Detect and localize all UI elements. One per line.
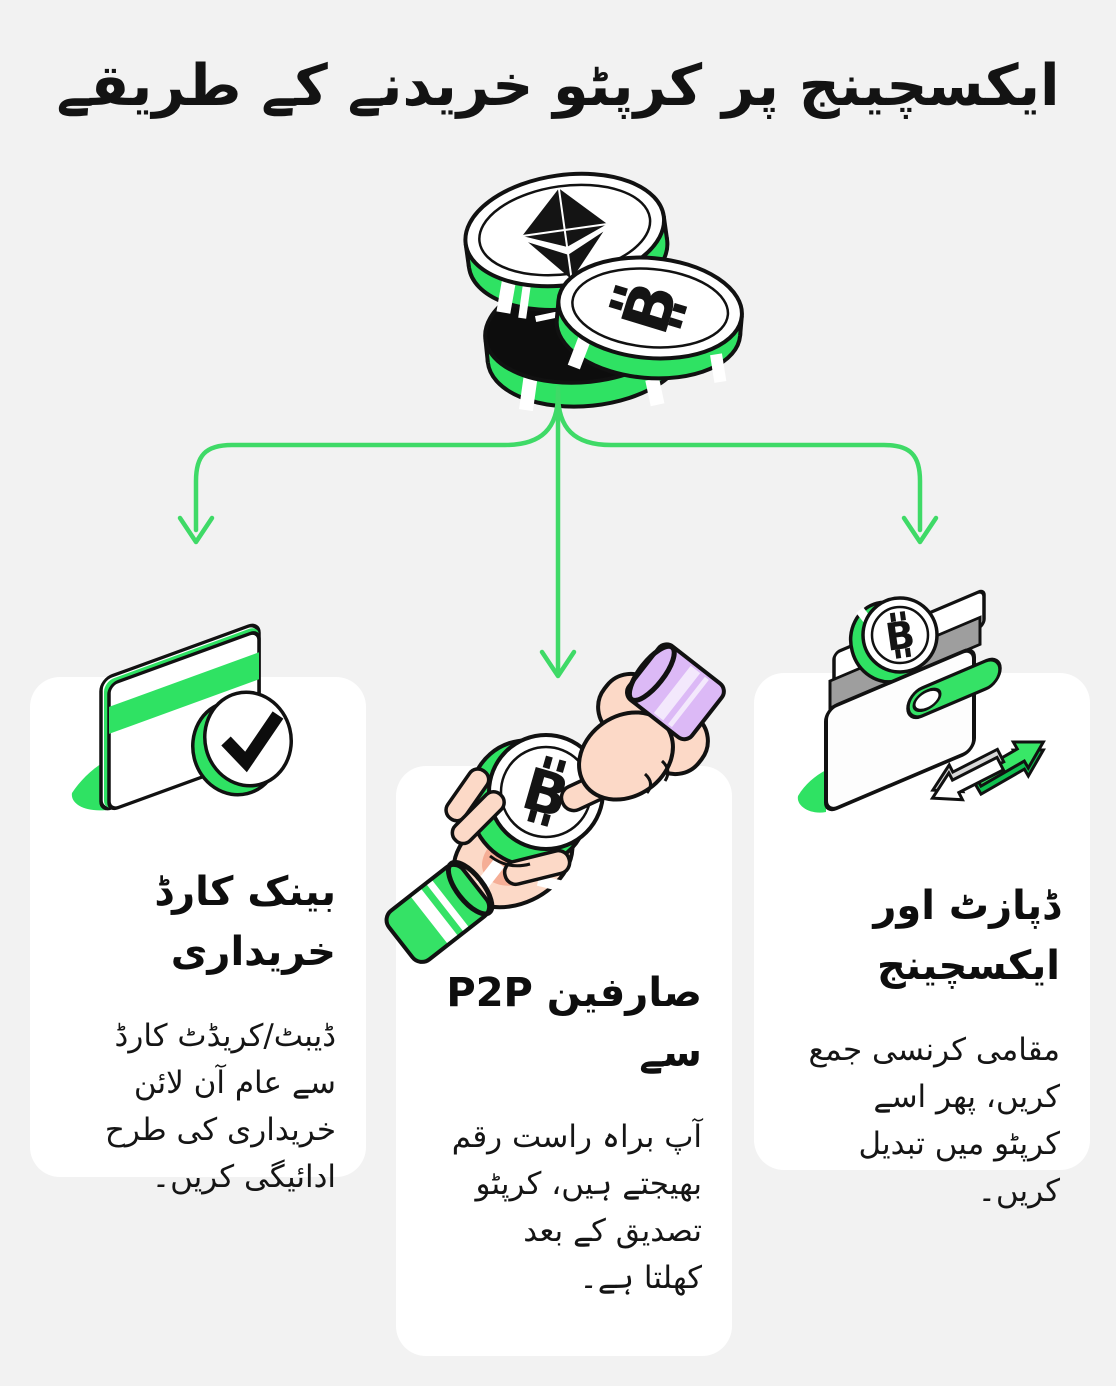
purple-sleeve: [625, 642, 726, 742]
ethereum-logo: [522, 188, 608, 280]
card-p2p-text-block: صارفین P2P سے آپ براہ راست رقم بھیجتے ہی…: [420, 944, 702, 1321]
card-deposit-exchange: B ڈپازٹ اور ایکسچینج مقامی کرنس: [754, 589, 1090, 1209]
upper-hand: [559, 642, 726, 813]
card-bank-purchase: بینک کارڈ خریداری ڈیبٹ/کریڈٹ کارڈ سے عام…: [30, 623, 366, 1195]
svg-text:B: B: [515, 754, 576, 832]
bank-card-with-check-illustration: [71, 623, 293, 811]
card-p2p-users: B: [384, 642, 732, 1356]
card-bank-body: ڈیبٹ/کریڈٹ کارڈ سے عام آن لائن خریداری ک…: [104, 1018, 336, 1196]
hands-exchanging-bitcoin-illustration: B: [384, 642, 726, 964]
black-coin-icon: [483, 271, 689, 412]
green-shadow: [71, 757, 113, 811]
svg-text:B: B: [609, 274, 694, 342]
bitcoin-symbol: B: [883, 611, 918, 660]
branch-arrow-right: [555, 391, 939, 545]
crypto-coins-stack-illustration: B: [463, 171, 744, 412]
bitcoin-coin-icon: B: [554, 255, 744, 383]
card-bank-title: بینک کارڈ خریداری: [154, 869, 336, 975]
wallet-with-bitcoin-illustration: B: [797, 589, 1046, 813]
exchange-arrow-up-icon: [971, 740, 1046, 797]
branch-arrow-center: [539, 385, 577, 679]
wallet-strap: [906, 657, 1002, 720]
card-p2p-body: آپ براہ راست رقم بھیجتے ہیں، کرپٹو تصدیق…: [451, 1119, 702, 1297]
green-shadow: [797, 770, 826, 813]
bitcoin-symbol: B: [515, 754, 576, 832]
branch-arrow-left: [177, 391, 561, 545]
check-badge-icon: [191, 690, 293, 797]
exchange-arrow-down-icon: [929, 747, 1006, 802]
card-deposit-text-block: ڈپازٹ اور ایکسچینج مقامی کرنسی جمع کریں،…: [778, 857, 1060, 1234]
ethereum-coin-icon: [463, 171, 670, 319]
card-deposit-title: ڈپازٹ اور ایکسچینج: [873, 883, 1060, 989]
lower-hand: [451, 806, 575, 910]
card-deposit-body: مقامی کرنسی جمع کریں، پھر اسے کرپٹو میں …: [808, 1032, 1060, 1210]
page-title: ایکسچینج پر کرپٹو خریدنے کے طریقے: [56, 53, 1060, 120]
bitcoin-coin-icon: B: [848, 596, 939, 684]
svg-text:B: B: [883, 612, 918, 660]
lower-hand-front: [384, 767, 572, 964]
bitcoin-coin-icon: B: [467, 733, 605, 892]
bitcoin-symbol: B: [609, 274, 694, 342]
card-bank-text-block: بینک کارڈ خریداری ڈیبٹ/کریڈٹ کارڈ سے عام…: [54, 843, 336, 1220]
flow-arrows: [177, 385, 939, 679]
card-p2p-title: صارفین P2P سے: [446, 970, 702, 1076]
